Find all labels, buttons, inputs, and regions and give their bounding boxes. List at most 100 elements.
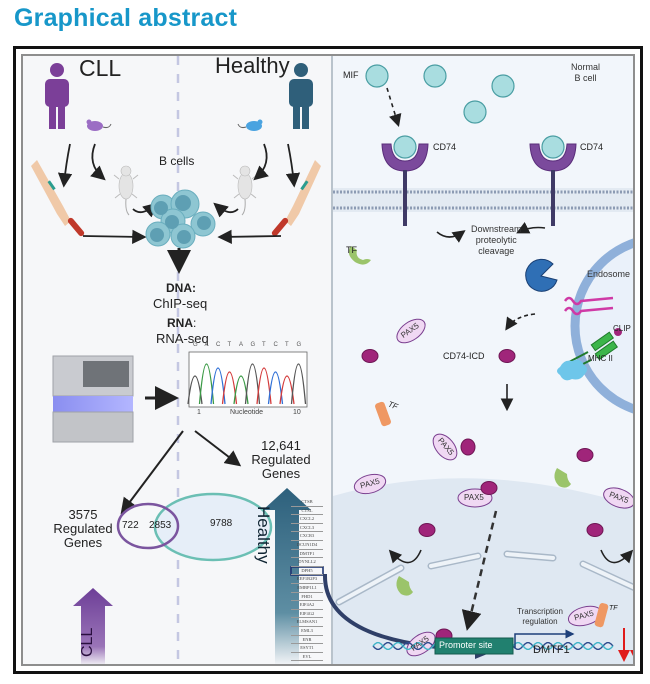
downregulation-icon	[618, 628, 633, 662]
healthy-gene-count: 12,641	[261, 438, 301, 453]
target-gene-label: DMTF1	[533, 644, 570, 656]
gene-list-item: ENR	[291, 636, 323, 645]
pax5-molecules	[353, 318, 633, 657]
dna-label: DNA:	[166, 281, 196, 295]
healthy-mouse-to-xenograft-arrow	[253, 143, 269, 181]
icd-release-arrow	[505, 313, 536, 331]
gene-list-item: ELMSAN1	[291, 618, 323, 627]
cd74-label-right: CD74	[580, 142, 604, 152]
cleavage-line1: Downstream	[471, 224, 522, 234]
chromatogram-peak	[198, 363, 215, 405]
cleavage-arrow-left	[436, 230, 466, 243]
chromatogram-peak	[256, 367, 272, 405]
b-cells-label: B cells	[159, 154, 195, 168]
endosome	[570, 238, 633, 414]
export-arrow-right	[600, 549, 633, 564]
cleavage-arrow-right	[516, 221, 546, 234]
to-healthy-genes-arrow	[194, 430, 242, 467]
venn-overlap: 2853	[149, 520, 172, 531]
healthy-mouse-icon	[237, 119, 263, 131]
healthy-xenograft-to-bcells-arrow	[213, 202, 239, 218]
tf-green-icon-1	[348, 246, 371, 265]
sequence-base: T	[262, 342, 266, 348]
gene-list-item: EIF4A2	[291, 601, 323, 610]
cll-gene-count: 3575	[68, 507, 98, 522]
promoter-site-label: Promoter site	[439, 640, 493, 650]
clip-peptide	[614, 328, 622, 336]
gene-list-item: EEF1B2P3	[291, 575, 323, 584]
page-title: Graphical abstract	[14, 4, 238, 32]
cll-regulated-label: Regulated	[53, 521, 113, 536]
cleavage-line2: proteolytic	[475, 235, 517, 245]
tf-green-icon-3	[396, 576, 413, 596]
healthy-person-to-sample-arrow	[285, 143, 301, 188]
cd74-label-left: CD74	[433, 142, 457, 152]
venn-cll-circle	[116, 502, 180, 550]
mif-molecules	[365, 64, 515, 124]
healthy-person-icon	[289, 63, 313, 129]
transcription-regulation-label: Transcription regulation	[517, 607, 563, 627]
chromatogram-x-end: 10	[293, 409, 301, 416]
healthy-gene-count-block: 12,641 Regulated Genes	[251, 439, 311, 481]
export-arrow-left	[388, 549, 422, 564]
cll-blood-draw-icon	[31, 160, 85, 237]
cleavage-label: Downstream proteolytic cleavage	[471, 224, 522, 257]
normal-b-cell-label: Normal B cell	[571, 62, 600, 84]
tf-green-icon-2	[554, 468, 571, 488]
sequence-base: G	[296, 342, 302, 348]
gene-list-item: CXCL2	[291, 515, 323, 524]
cleavage-line3: cleavage	[478, 246, 515, 256]
pax5-to-promoter-arrow	[461, 510, 498, 631]
cll-person-to-sample-arrow	[57, 143, 73, 188]
sequencer-machine-icon	[52, 355, 134, 443]
healthy-label: Healthy	[215, 54, 290, 78]
gene-list-item-highlighted: DMTF1	[291, 550, 323, 559]
graphical-abstract-panel: CLL Healthy B cells DNA: ChIP-seq RNA: R…	[21, 54, 635, 666]
gene-list-item: FHD1	[291, 593, 323, 602]
gene-list-item: CXCL3	[291, 524, 323, 533]
mhc-ii-label: MHC II	[588, 354, 613, 363]
healthy-xenograft-mouse-icon	[232, 165, 258, 216]
gene-list-item: CXCR3	[291, 532, 323, 541]
rna-method: RNA-seq	[156, 331, 209, 346]
cd74-icd-molecule	[498, 349, 516, 363]
sequence-base: A	[204, 342, 209, 348]
healthy-sample-to-bcells-arrow	[217, 229, 282, 245]
cd74-receptor-left	[381, 135, 429, 226]
pax5-1	[396, 318, 426, 344]
illustration-canvas	[31, 56, 633, 664]
gene-list-item: EMBP1L1	[291, 584, 323, 593]
cd74-icd-label: CD74-ICD	[443, 351, 485, 361]
chromatogram-plot	[187, 351, 308, 408]
sequence-base: C	[273, 342, 278, 348]
protease-icon	[525, 258, 558, 292]
graphical-abstract-frame: CLL Healthy B cells DNA: ChIP-seq RNA: R…	[13, 46, 643, 674]
cll-person-icon	[45, 63, 69, 129]
sequence-base: T	[227, 342, 232, 348]
gene-list-item: DPH5	[291, 567, 323, 576]
pax5-4	[457, 488, 493, 508]
pax5-3	[353, 473, 387, 495]
chromatogram-x-start: 1	[197, 409, 201, 416]
sequence-base: G	[250, 342, 256, 348]
gene-list-item: DYNLL2	[291, 558, 323, 567]
cll-mouse-to-xenograft-arrow	[90, 143, 106, 181]
chromatogram-x-label: Nucleotide	[230, 409, 264, 416]
cll-genes-label: Genes	[63, 535, 103, 550]
chromatogram-peak	[210, 367, 226, 405]
venn-healthy-only: 9788	[210, 518, 233, 529]
rna-label-bold: RNA	[167, 316, 193, 330]
cll-mouse-icon	[86, 119, 112, 131]
chromatogram-peak	[290, 363, 307, 405]
rna-colon: :	[193, 316, 197, 330]
cll-gene-count-block: 3575 Regulated Genes	[53, 508, 113, 550]
gene-list-item: CTSB	[291, 498, 323, 507]
tf-orange-bound-icon	[594, 603, 609, 628]
cell-membrane	[333, 188, 633, 212]
sequence-base: G	[193, 342, 198, 348]
transcription-line2: regulation	[522, 617, 558, 626]
promoter-site-box	[434, 637, 514, 655]
healthy-regulated-label: Regulated	[251, 452, 311, 467]
cd74-fragments	[563, 296, 614, 316]
